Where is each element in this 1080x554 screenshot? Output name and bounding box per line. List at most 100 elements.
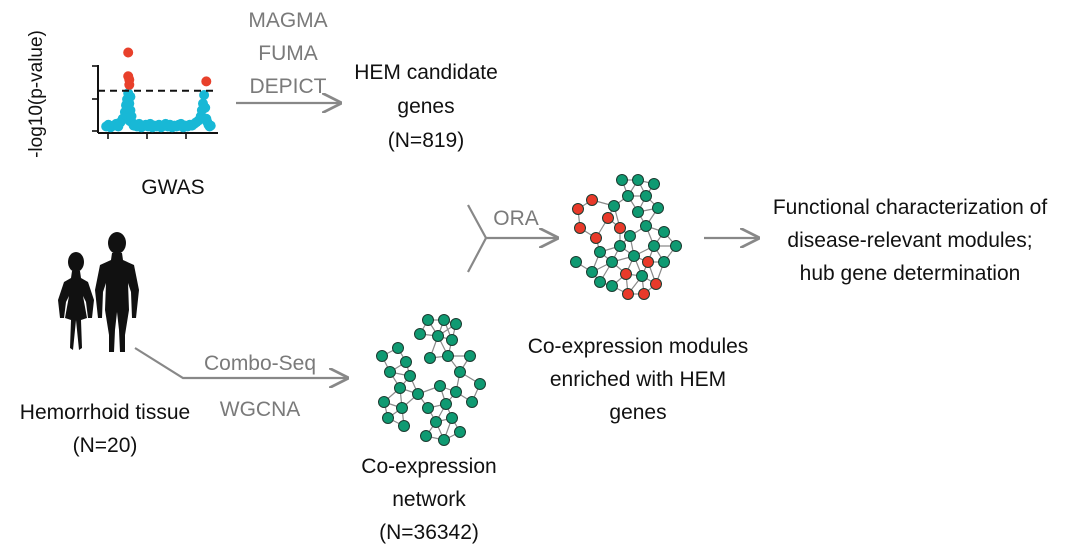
method-label: FUMA	[258, 42, 318, 65]
functional-line: disease-relevant modules;	[787, 229, 1033, 252]
network-node	[652, 202, 664, 214]
network-node	[648, 240, 660, 252]
coexp-network-line: Co-expression	[361, 455, 497, 478]
gwas-point	[199, 90, 210, 100]
method-label: Combo-Seq	[203, 352, 317, 375]
hem-gene-node	[590, 232, 602, 244]
method-label: DEPICT	[249, 75, 327, 98]
hem-gene-node	[586, 194, 598, 206]
hem-gene-node	[638, 288, 650, 300]
gwas-manhattan-plot	[92, 47, 218, 139]
top-methods-list: MAGMA FUMA DEPICT	[228, 4, 348, 103]
network-node	[384, 366, 396, 378]
coexp-modules-line: enriched with HEM	[549, 368, 727, 391]
coexpression-network-graph	[376, 314, 486, 446]
hem-gene-node	[650, 278, 662, 290]
hem-gene-node	[574, 222, 586, 234]
hem-candidate-line: (N=819)	[387, 129, 465, 152]
coexp-modules-line: Co-expression modules	[527, 335, 749, 358]
network-node	[446, 412, 458, 424]
network-node	[382, 412, 394, 424]
tissue-line: (N=20)	[72, 434, 138, 457]
gwas-x-ticks	[107, 133, 187, 139]
coexpression-network-label: Co-expression network (N=36342)	[344, 450, 514, 549]
hemorrhoid-tissue-label: Hemorrhoid tissue (N=20)	[0, 396, 210, 462]
gwas-points	[101, 47, 216, 133]
functional-line: hub gene determination	[799, 262, 1021, 285]
network-node	[450, 386, 462, 398]
hem-gene-node	[614, 222, 626, 234]
network-node	[376, 350, 388, 362]
network-node	[474, 378, 486, 390]
network-node	[396, 402, 408, 414]
network-node	[640, 190, 652, 202]
network-node	[466, 396, 478, 408]
network-node	[624, 230, 636, 242]
merge-bracket	[467, 204, 488, 273]
network-node	[648, 178, 660, 190]
gwas-point	[125, 91, 136, 102]
coexpression-modules-label: Co-expression modules enriched with HEM …	[496, 330, 780, 429]
gwas-significant-point	[123, 47, 134, 58]
hem-gene-node	[572, 203, 584, 215]
network-node	[454, 366, 466, 378]
network-node	[450, 318, 462, 330]
coexpression-modules-network	[570, 174, 682, 300]
gwas-point	[200, 102, 211, 113]
network-node	[442, 350, 454, 362]
hem-candidate-genes-label: HEM candidate genes (N=819)	[336, 56, 516, 158]
network-node	[594, 246, 606, 258]
method-label: MAGMA	[248, 9, 328, 32]
network-node	[628, 250, 640, 262]
network-node	[400, 356, 412, 368]
network-node	[622, 190, 634, 202]
network-node	[594, 276, 606, 288]
network-node	[414, 328, 426, 340]
bottom-methods-list: Combo-Seq WGCNA	[174, 341, 346, 433]
functional-line: Functional characterization of	[772, 196, 1048, 219]
network-node	[614, 240, 626, 252]
network-node	[412, 388, 424, 400]
network-node	[434, 380, 446, 392]
network-node	[632, 206, 644, 218]
network-node	[422, 402, 434, 414]
gwas-point	[205, 120, 216, 131]
network-node	[438, 434, 450, 446]
network-node	[446, 334, 458, 346]
network-node	[636, 270, 648, 282]
gwas-significant-point	[201, 76, 212, 87]
network-node	[438, 314, 450, 326]
network-node	[616, 174, 628, 186]
hem-gene-node	[620, 268, 632, 280]
method-label: WGCNA	[219, 398, 301, 421]
hem-candidate-line: HEM candidate	[354, 61, 498, 84]
gwas-caption: GWAS	[141, 176, 205, 199]
network-node	[606, 256, 618, 268]
network-node	[632, 174, 644, 186]
network-node	[606, 280, 618, 292]
arrow-tissue-to-network	[134, 347, 347, 378]
hem-gene-node	[642, 256, 654, 268]
ora-label: ORA	[493, 207, 539, 230]
hem-gene-node	[602, 212, 614, 224]
network-node	[432, 330, 444, 342]
network-node	[398, 420, 410, 432]
male-silhouette-icon	[95, 232, 139, 352]
gwas-y-ticks	[92, 65, 98, 132]
network-node	[608, 200, 620, 212]
coexp-network-line: (N=36342)	[379, 521, 479, 544]
network-node	[430, 416, 442, 428]
network-node	[586, 266, 598, 278]
network-node	[670, 240, 682, 252]
network-node	[378, 396, 390, 408]
network-node	[424, 352, 436, 364]
network-node	[422, 314, 434, 326]
network-node	[394, 382, 406, 394]
network-node	[464, 350, 476, 362]
gwas-y-axis-label: -log10(p-value)	[26, 30, 47, 158]
female-silhouette-icon	[58, 252, 94, 350]
human-silhouettes-icon	[58, 232, 139, 352]
network-node	[570, 256, 582, 268]
